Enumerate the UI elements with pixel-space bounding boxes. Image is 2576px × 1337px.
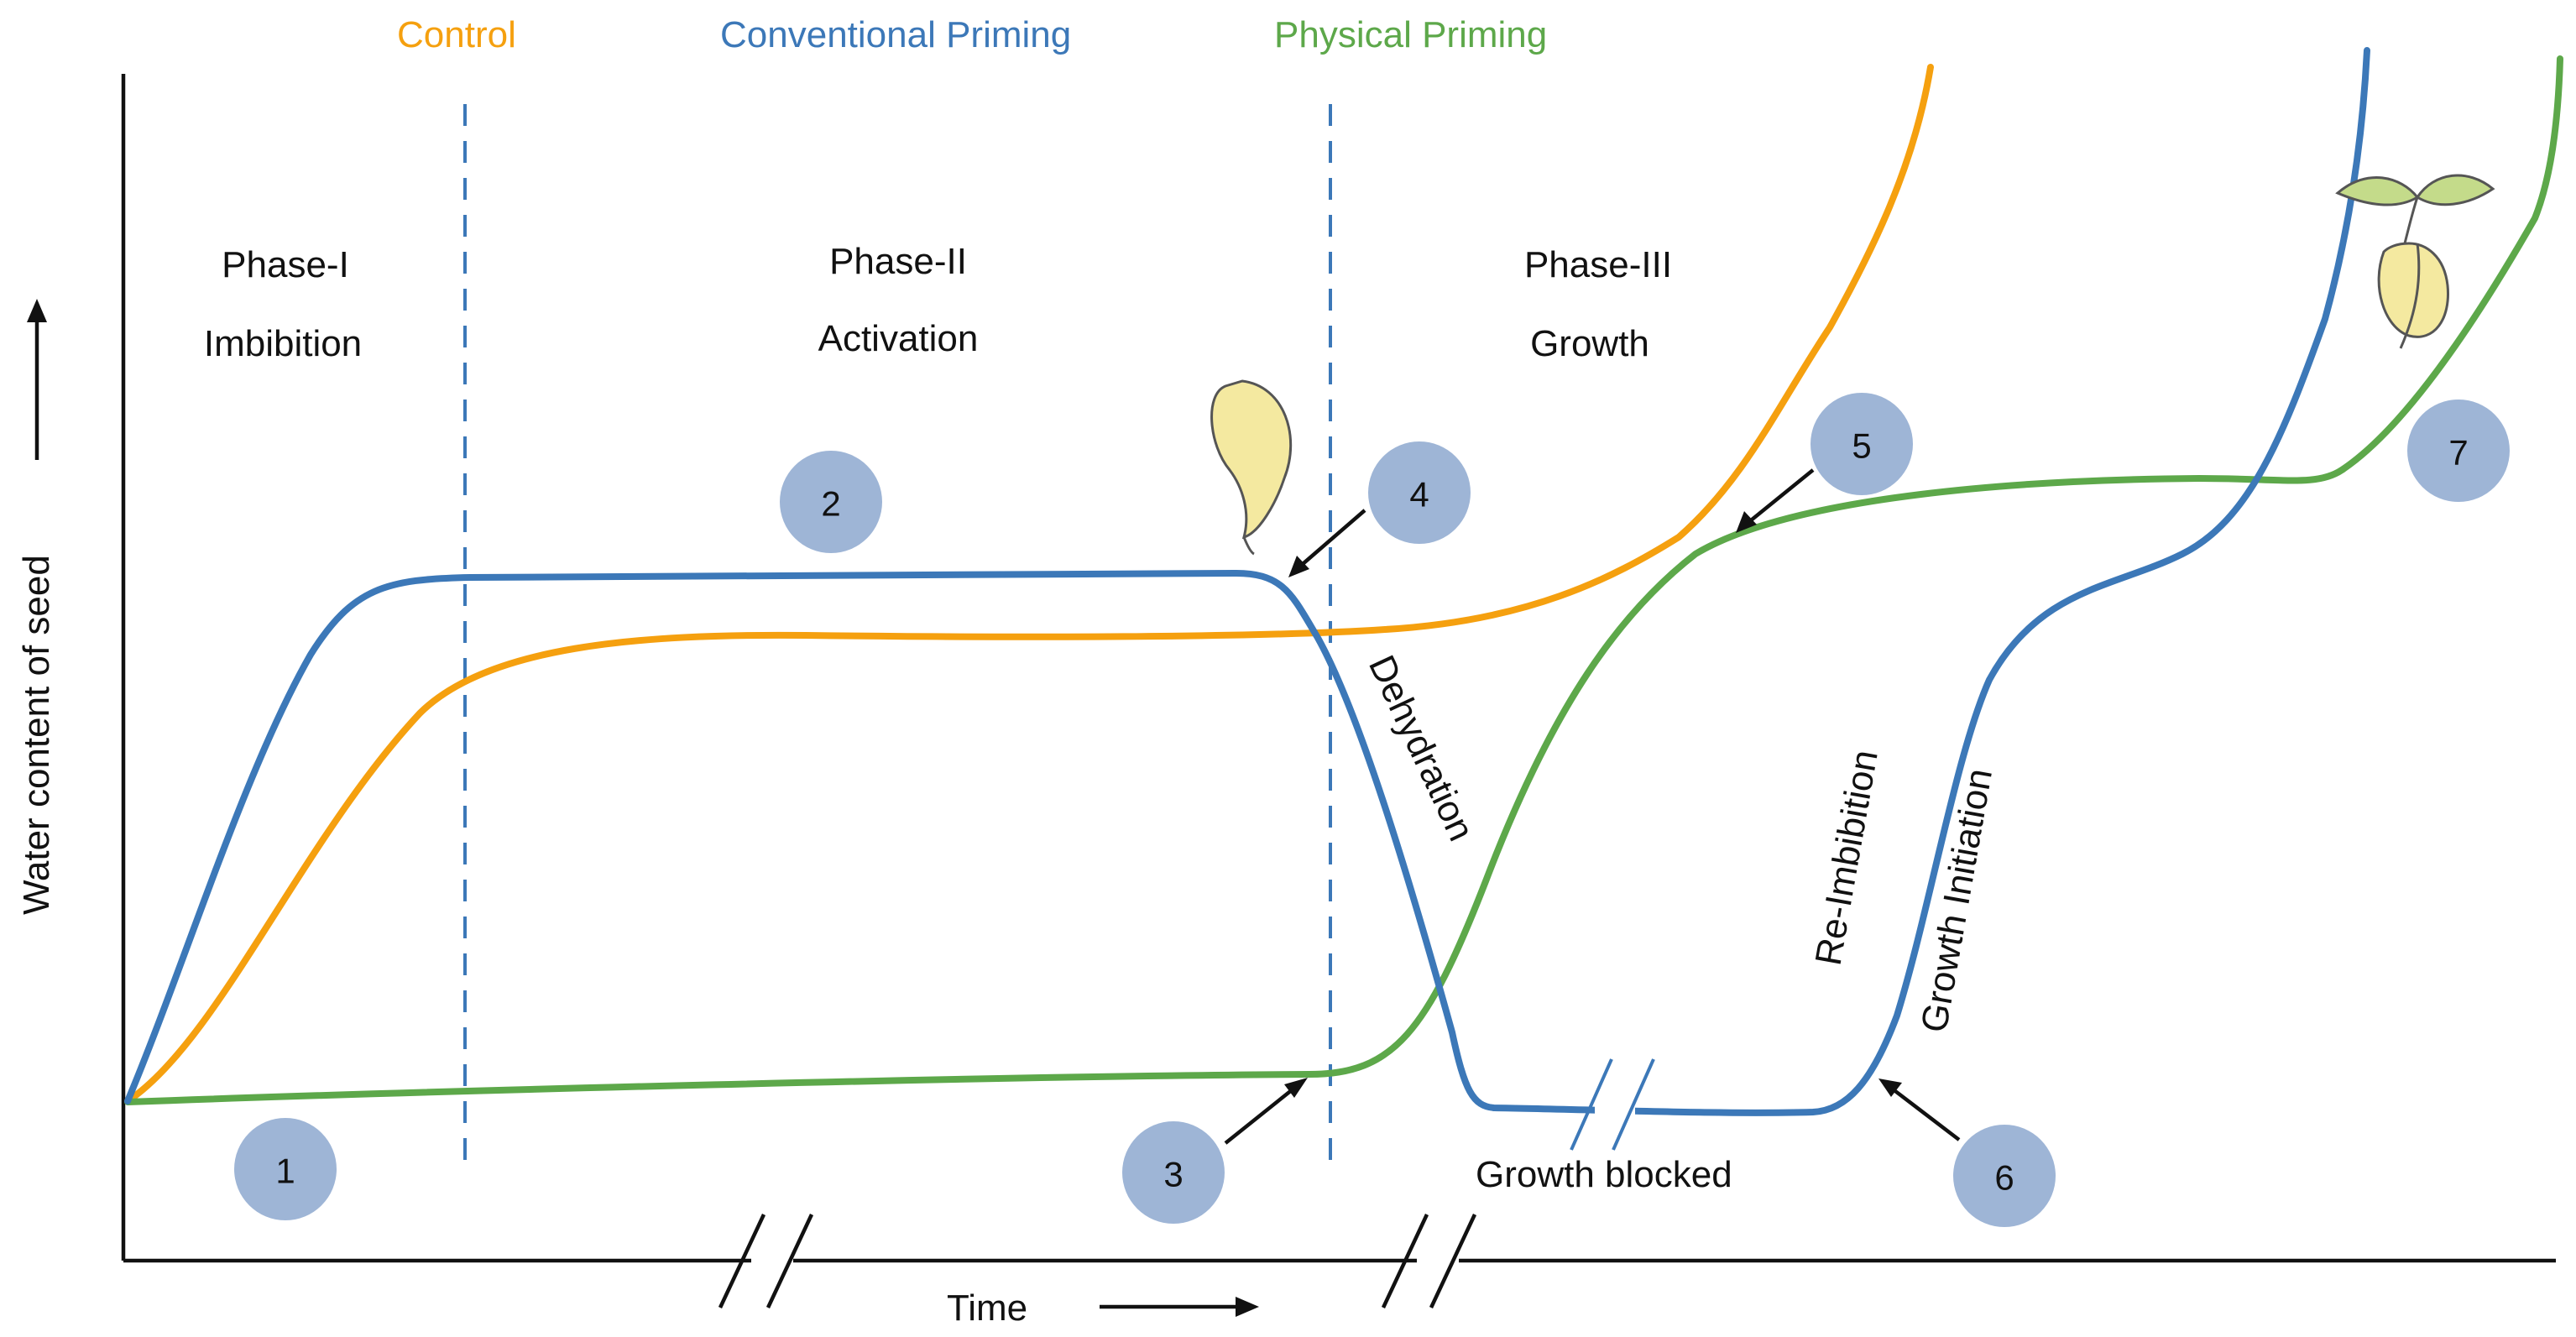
- pointer-arrow-3: [1224, 1078, 1308, 1145]
- phase-3-label: Phase-III Growth: [1524, 244, 1672, 364]
- control-curve: [124, 64, 1934, 1105]
- phase-3-desc: Growth: [1530, 323, 1649, 364]
- legend-physical-priming: Physical Priming: [1274, 14, 1547, 55]
- legend-control: Control: [397, 14, 516, 55]
- marker-5: 5: [1811, 393, 1913, 495]
- re-imbibition-label: Re-Imbibition: [1808, 747, 1886, 969]
- physical-priming-curve: [124, 55, 2563, 1105]
- phase-2-desc: Activation: [818, 318, 979, 359]
- marker-6: 6: [1953, 1125, 2056, 1227]
- x-axis-arrow: [1100, 1297, 1259, 1317]
- phase-2-name: Phase-II: [829, 241, 967, 282]
- marker-2-number: 2: [821, 484, 840, 524]
- pointer-arrow-6: [1878, 1078, 1961, 1141]
- marker-7: 7: [2407, 400, 2510, 502]
- phase-1-label: Phase-I Imbibition: [204, 244, 362, 364]
- x-axis-label: Time: [947, 1287, 1027, 1329]
- marker-7-number: 7: [2448, 433, 2468, 473]
- legend-conventional-priming: Conventional Priming: [720, 14, 1071, 55]
- growth-blocked-label: Growth blocked: [1476, 1154, 1732, 1195]
- phase-1-name: Phase-I: [222, 244, 349, 285]
- marker-1-number: 1: [275, 1152, 295, 1191]
- phase-2-label: Phase-II Activation: [818, 241, 979, 359]
- conventional-priming-curve: [124, 47, 2370, 1116]
- pointer-arrow-4: [1288, 509, 1366, 577]
- marker-2: 2: [780, 451, 882, 553]
- marker-3-number: 3: [1163, 1155, 1183, 1194]
- phase-3-name: Phase-III: [1524, 244, 1672, 285]
- marker-4-number: 4: [1409, 475, 1429, 514]
- seed-icon: [1210, 379, 1293, 556]
- x-axis-break-1: [718, 1214, 814, 1308]
- marker-5-number: 5: [1852, 426, 1871, 466]
- conventional-curve-break: [1570, 1058, 1655, 1151]
- marker-3: 3: [1122, 1121, 1225, 1224]
- marker-1: 1: [234, 1118, 337, 1220]
- phase-1-desc: Imbibition: [204, 323, 362, 364]
- pointer-arrow-5: [1736, 468, 1815, 533]
- marker-6-number: 6: [1994, 1158, 2014, 1198]
- sprouting-seedling-icon: [2335, 174, 2495, 349]
- x-axis-break-2: [1381, 1214, 1477, 1308]
- y-axis-arrow: [27, 299, 47, 460]
- axes: [121, 74, 2556, 1308]
- dehydration-label: Dehydration: [1361, 650, 1482, 848]
- marker-4: 4: [1368, 441, 1471, 544]
- y-axis-label: Water content of seed: [16, 555, 57, 915]
